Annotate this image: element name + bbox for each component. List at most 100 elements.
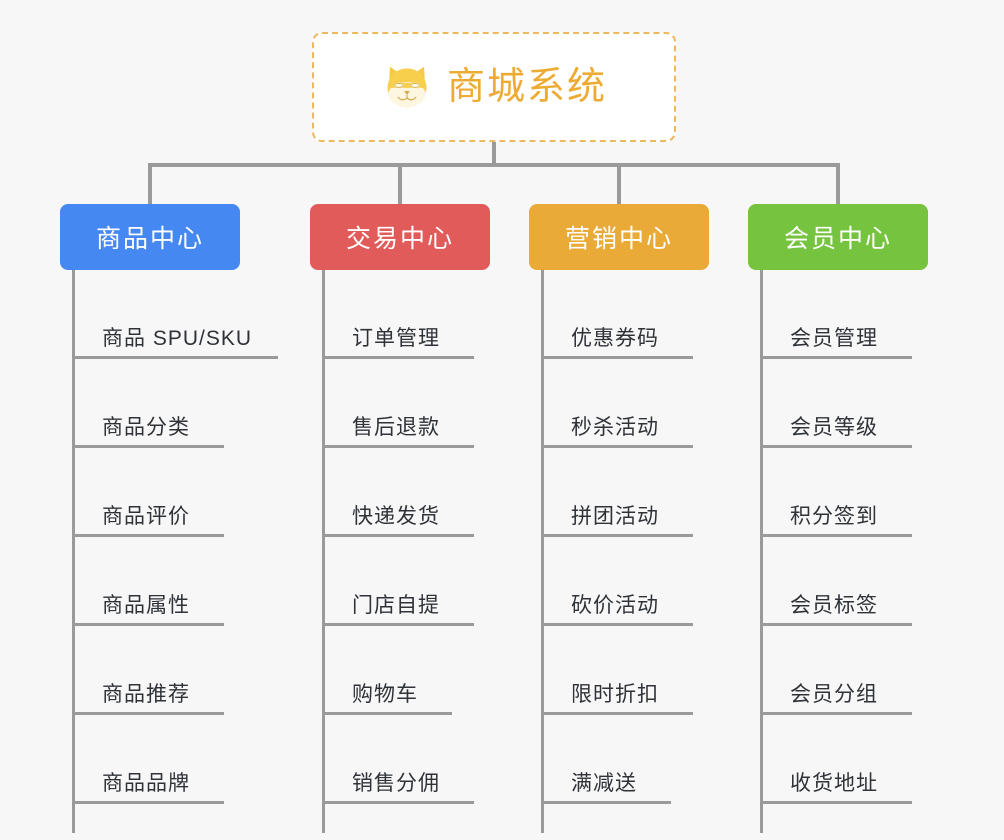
branch-header-label: 交易中心 [345,225,454,253]
leaf-underline [322,445,474,448]
branch-header-label: 商品中心 [95,225,204,253]
branch-trunk [760,270,763,833]
list-item[interactable]: 门店自提 [310,537,510,626]
list-item[interactable]: 售后退款 [310,359,510,448]
leaf-underline [760,356,912,359]
connector-drop-1 [148,163,152,205]
leaf-label: 会员标签 [790,594,878,617]
list-item[interactable]: 满减送 [529,715,729,804]
branch-header-product-center[interactable]: 商品中心 [60,204,240,270]
leaf-label: 商品分类 [102,416,190,439]
leaf-label: 商品评价 [102,505,190,528]
branch-trunk [541,270,544,833]
leaf-label: 商品推荐 [102,683,190,706]
branch-header-marketing-center[interactable]: 营销中心 [529,204,709,270]
list-item[interactable]: 销售分佣 [310,715,510,804]
root-node[interactable]: 商城系统 [312,32,676,142]
list-item[interactable]: 会员等级 [748,359,948,448]
leaf-label: 商品 SPU/SKU [102,327,253,350]
list-item[interactable]: 商品推荐 [60,626,272,715]
branch-header-label: 会员中心 [783,225,892,253]
branch-trade-center: 交易中心 订单管理 售后退款 快递发货 门店自提 购物车 [310,204,510,833]
leaf-list-marketing-center: 优惠券码 秒杀活动 拼团活动 砍价活动 限时折扣 满减送 [529,270,729,804]
leaf-list-product-center: 商品 SPU/SKU 商品分类 商品评价 商品属性 商品推荐 商品品牌 [60,270,278,804]
list-item[interactable]: 会员管理 [748,270,948,359]
list-item[interactable]: 拼团活动 [529,448,729,537]
leaf-label: 秒杀活动 [571,416,659,439]
leaf-underline [72,623,224,626]
leaf-label: 会员分组 [790,683,878,706]
list-item[interactable]: 秒杀活动 [529,359,729,448]
list-item[interactable]: 商品分类 [60,359,272,448]
leaf-underline [541,801,671,804]
leaf-label: 订单管理 [352,327,440,350]
branch-marketing-center: 营销中心 优惠券码 秒杀活动 拼团活动 砍价活动 限时折扣 [529,204,729,833]
dog-face-icon [381,61,433,113]
list-item[interactable]: 会员分组 [748,626,948,715]
leaf-underline [541,445,693,448]
root-title: 商城系统 [446,66,607,108]
leaf-underline [72,534,224,537]
list-item[interactable]: 商品品牌 [60,715,272,804]
leaf-label: 快递发货 [352,505,440,528]
connector-drop-3 [617,163,621,205]
leaf-list-trade-center: 订单管理 售后退款 快递发货 门店自提 购物车 销售分佣 [310,270,510,804]
branch-header-trade-center[interactable]: 交易中心 [310,204,490,270]
branch-trunk [72,270,75,833]
branch-product-center: 商品中心 商品 SPU/SKU 商品分类 商品评价 商品属性 商品推荐 [60,204,278,833]
branch-member-center: 会员中心 会员管理 会员等级 积分签到 会员标签 会员分组 [748,204,948,833]
list-item[interactable]: 订单管理 [310,270,510,359]
leaf-underline [760,801,912,804]
leaf-underline [72,712,224,715]
leaf-underline [72,445,224,448]
leaf-underline [541,712,693,715]
leaf-underline [322,356,474,359]
leaf-label: 积分签到 [790,505,878,528]
leaf-label: 拼团活动 [571,505,659,528]
leaf-label: 收货地址 [790,772,878,795]
leaf-list-member-center: 会员管理 会员等级 积分签到 会员标签 会员分组 收货地址 [748,270,948,804]
leaf-underline [322,712,452,715]
branch-header-label: 营销中心 [564,225,673,253]
list-item[interactable]: 商品评价 [60,448,272,537]
leaf-underline [322,623,474,626]
list-item[interactable]: 积分签到 [748,448,948,537]
connector-bus [150,163,840,167]
leaf-label: 门店自提 [352,594,440,617]
list-item[interactable]: 商品 SPU/SKU [60,270,278,359]
leaf-label: 商品品牌 [102,772,190,795]
branch-header-member-center[interactable]: 会员中心 [748,204,928,270]
branch-trunk [322,270,325,833]
leaf-underline [322,534,474,537]
leaf-label: 商品属性 [102,594,190,617]
leaf-underline [760,534,912,537]
leaf-underline [72,356,278,359]
leaf-underline [72,801,224,804]
list-item[interactable]: 购物车 [310,626,510,715]
list-item[interactable]: 砍价活动 [529,537,729,626]
leaf-label: 满减送 [571,772,637,795]
leaf-label: 购物车 [352,683,418,706]
leaf-label: 优惠券码 [571,327,659,350]
leaf-underline [322,801,474,804]
leaf-label: 砍价活动 [571,594,659,617]
connector-drop-2 [398,163,402,205]
connector-root-stem [492,142,496,166]
leaf-label: 售后退款 [352,416,440,439]
list-item[interactable]: 会员标签 [748,537,948,626]
connector-drop-4 [836,163,840,205]
list-item[interactable]: 收货地址 [748,715,948,804]
leaf-underline [541,356,693,359]
list-item[interactable]: 优惠券码 [529,270,729,359]
leaf-underline [541,623,693,626]
leaf-underline [760,623,912,626]
leaf-label: 会员管理 [790,327,878,350]
list-item[interactable]: 商品属性 [60,537,272,626]
list-item[interactable]: 快递发货 [310,448,510,537]
leaf-label: 限时折扣 [571,683,659,706]
leaf-label: 会员等级 [790,416,878,439]
leaf-label: 销售分佣 [352,772,440,795]
leaf-underline [760,445,912,448]
list-item[interactable]: 限时折扣 [529,626,729,715]
